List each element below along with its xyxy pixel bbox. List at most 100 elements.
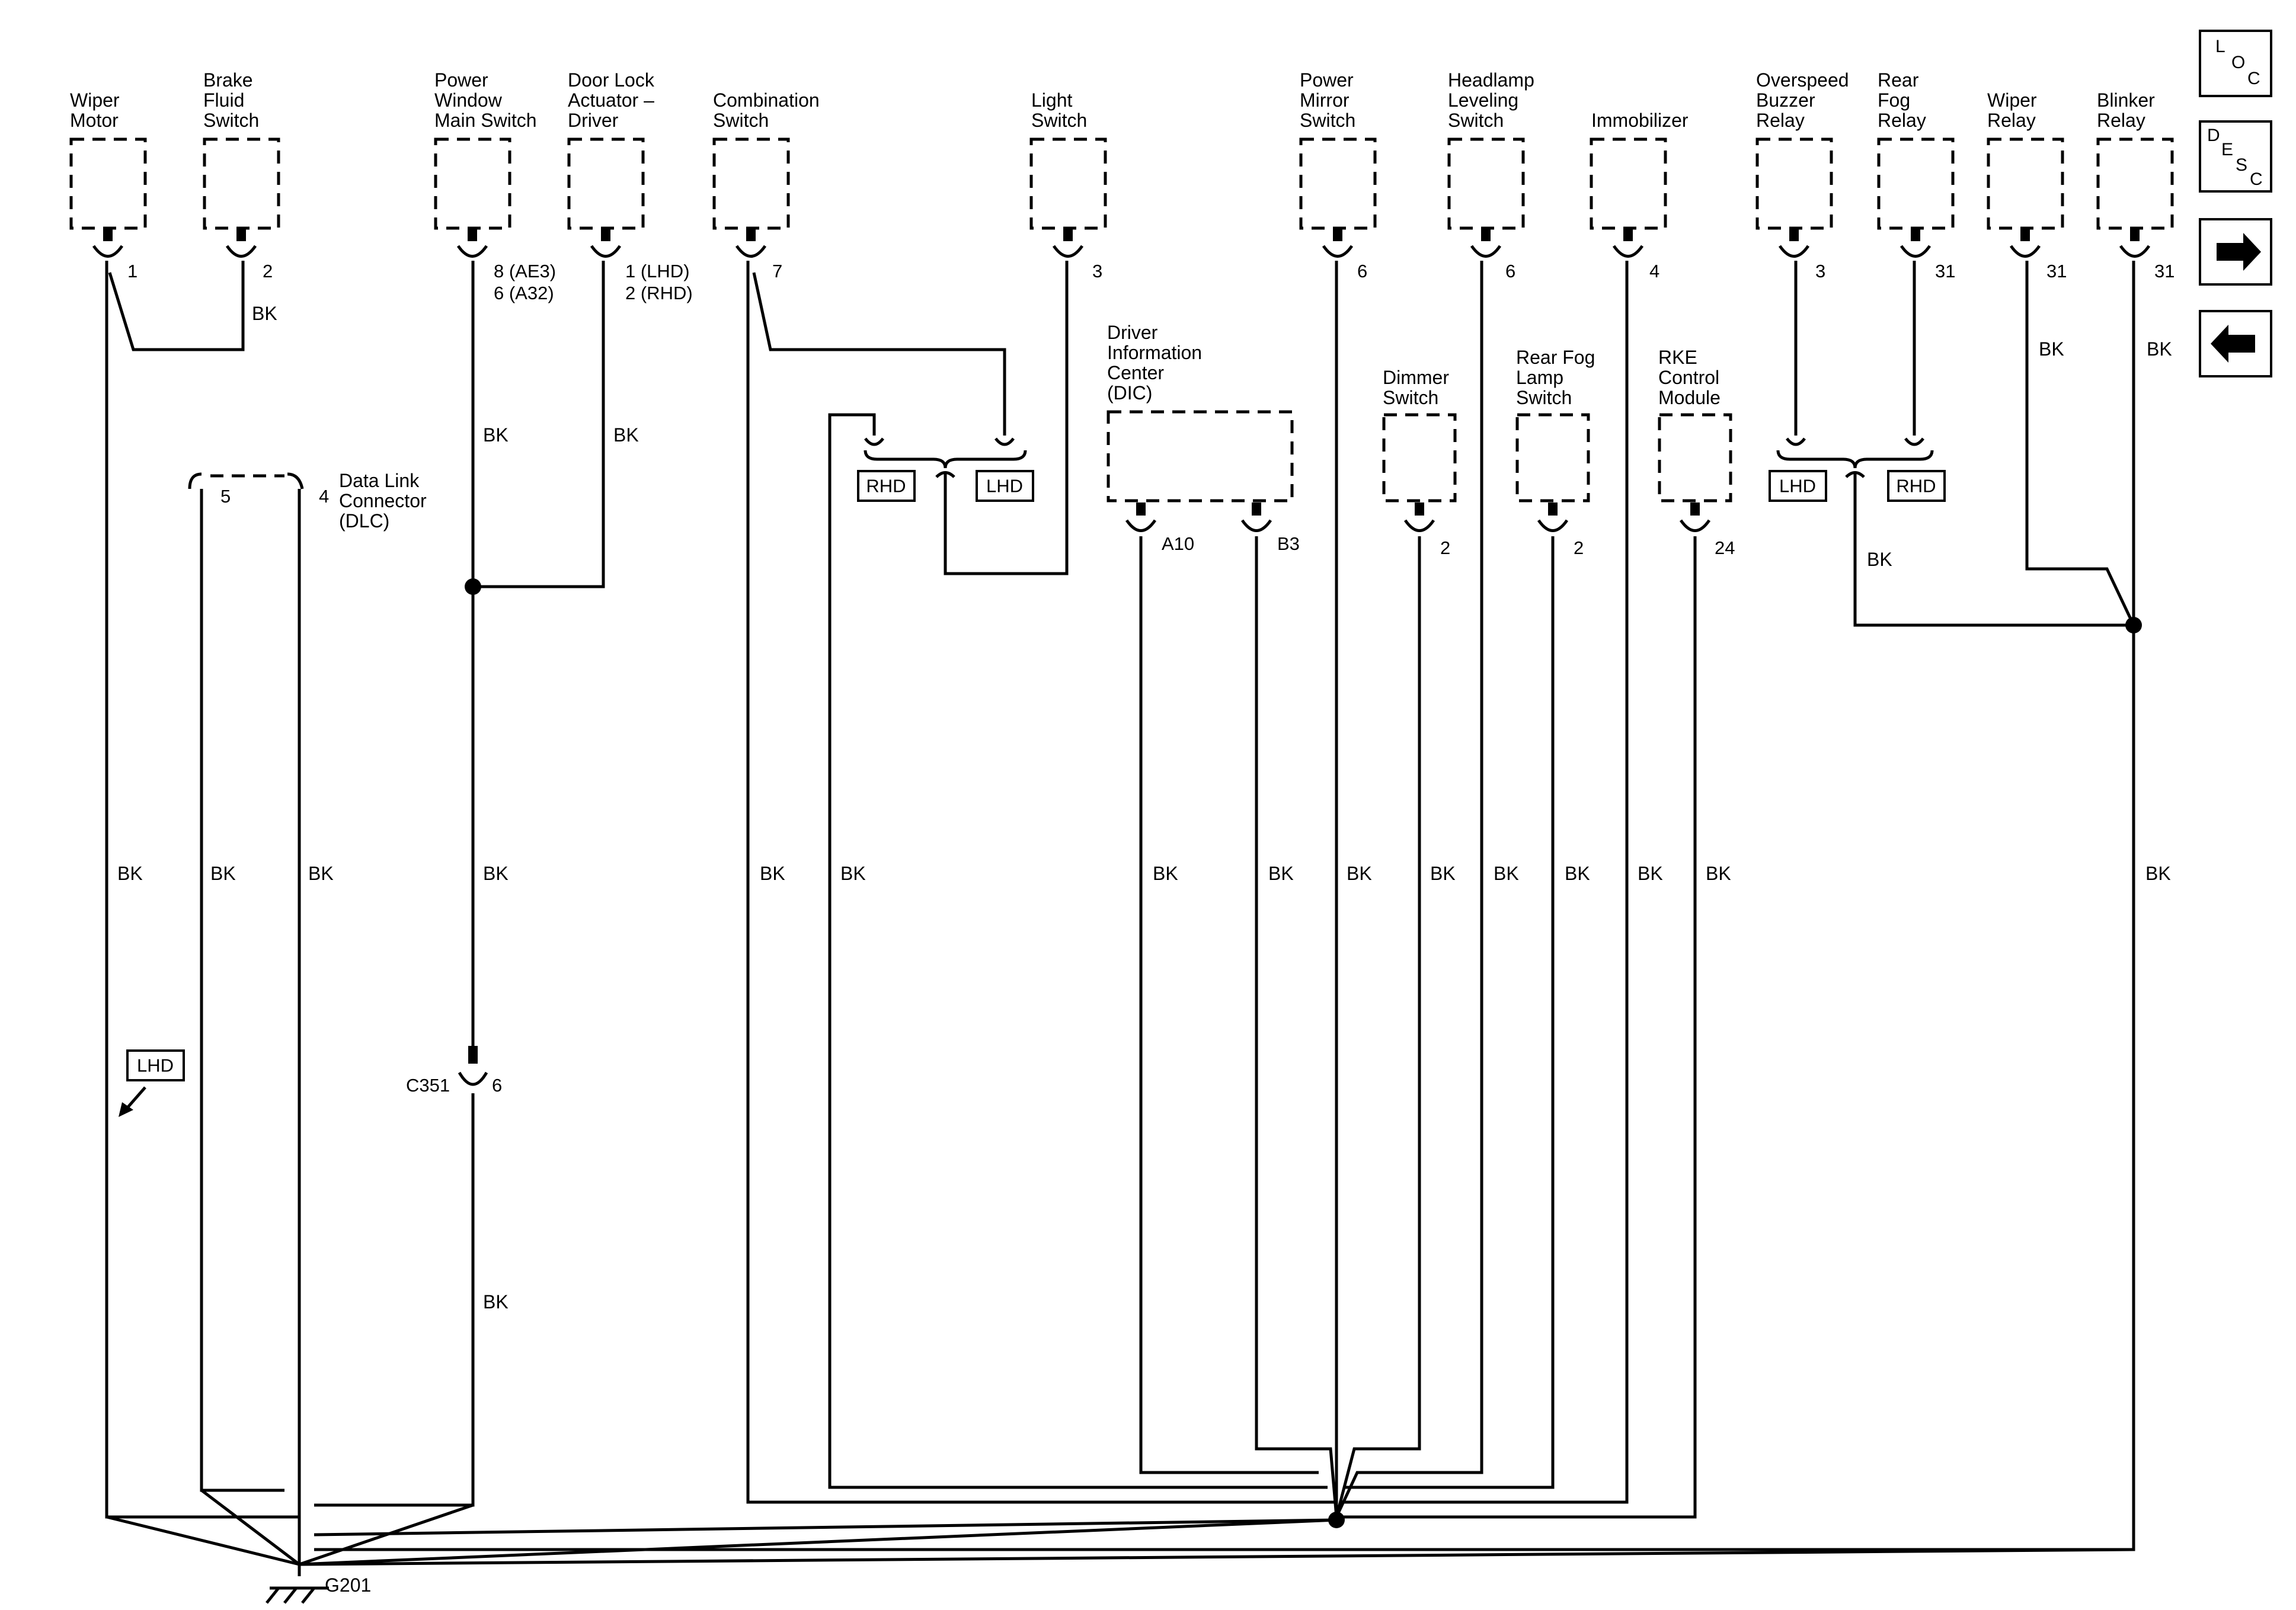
- pin-socket: [590, 245, 622, 258]
- pin-power-mirror-switch: 6: [1357, 261, 1367, 281]
- pin-socket: [1322, 245, 1354, 258]
- pin-terminal: [1252, 502, 1261, 516]
- pin-rke-control-module: 24: [1715, 537, 1735, 558]
- pin-terminal: [1063, 228, 1073, 241]
- wire-color-label: BK: [1638, 863, 1663, 884]
- connector-pins: [92, 228, 2151, 532]
- wire-color-label: BK: [483, 424, 509, 446]
- ground-symbol-icon: [266, 1564, 329, 1604]
- pin-socket: [1403, 519, 1435, 532]
- pin-socket: [1612, 245, 1644, 258]
- pin-power-window-2: 6 (A32): [494, 283, 554, 303]
- wires: [105, 261, 2135, 1566]
- wire-color-label: BK: [2145, 863, 2171, 884]
- label-immobilizer: Immobilizer: [1591, 110, 1689, 131]
- svg-text:RHD: RHD: [1896, 476, 1936, 497]
- svg-text:S: S: [2236, 155, 2247, 175]
- wire-color-label: BK: [210, 863, 236, 884]
- pin-socket: [1900, 245, 1932, 258]
- pin-labels: 1 2 8 (AE3) 6 (A32) 1 (LHD) 2 (RHD) 7 3 …: [127, 261, 2175, 1096]
- pin-light-switch: 3: [1092, 261, 1102, 281]
- wire-color-label: BK: [760, 863, 785, 884]
- pin-socket: [1778, 245, 1810, 258]
- component-boxes: [69, 137, 2174, 502]
- splice-power-window: [465, 578, 481, 595]
- pin-dic-a10: A10: [1162, 533, 1194, 554]
- pin-terminal: [1911, 228, 1920, 241]
- c351-connector: [458, 1046, 488, 1086]
- arrow-right-icon[interactable]: [2199, 218, 2272, 286]
- pin-terminal: [1481, 228, 1491, 241]
- splice-relays: [2125, 617, 2142, 633]
- wire-color-label: BK: [2147, 338, 2172, 360]
- pin-rear-fog-relay: 31: [1935, 261, 1955, 281]
- svg-text:E: E: [2221, 140, 2233, 159]
- pin-terminal: [1136, 502, 1146, 516]
- svg-text:LHD: LHD: [137, 1055, 174, 1076]
- branch-lhd-rhd-left: [864, 437, 1027, 478]
- tag-rhd-left: RHD: [857, 470, 916, 502]
- svg-text:L: L: [2215, 37, 2225, 56]
- wire-color-label: BK: [483, 863, 509, 884]
- pin-terminal: [103, 228, 113, 241]
- wire-color-label: BK: [1268, 863, 1294, 884]
- pin-dimmer-switch: 2: [1440, 537, 1450, 558]
- branch-lhd-rhd-right: [1776, 437, 1934, 478]
- pin-socket: [1125, 519, 1157, 532]
- tag-rhd-right: RHD: [1887, 470, 1946, 502]
- pin-combination-switch: 7: [772, 261, 782, 281]
- wire-color-label: BK: [1565, 863, 1590, 884]
- wire-color-label: BK: [252, 303, 277, 324]
- tag-lhd-ground: LHD: [119, 1049, 185, 1117]
- wire-color-label: BK: [1706, 863, 1731, 884]
- dlc-connector: [188, 472, 304, 489]
- svg-text:C: C: [2247, 69, 2260, 88]
- pin-dlc-5: 5: [220, 486, 231, 507]
- wire-color-label: BK: [308, 863, 334, 884]
- tag-lhd-left: LHD: [976, 470, 1034, 502]
- wire-color-label: BK: [1153, 863, 1178, 884]
- svg-text:RHD: RHD: [866, 476, 906, 497]
- pin-terminal: [1415, 502, 1424, 516]
- pin-socket: [1537, 519, 1569, 532]
- pin-wiper-motor: 1: [127, 261, 137, 281]
- pin-terminal: [1789, 228, 1799, 241]
- pin-socket: [456, 245, 488, 258]
- wire-color-label: BK: [1494, 863, 1519, 884]
- pin-terminal: [1623, 228, 1633, 241]
- pin-socket: [2009, 245, 2041, 258]
- svg-text:LHD: LHD: [1779, 476, 1816, 497]
- arrow-left-icon[interactable]: [2199, 310, 2272, 377]
- pin-socket: [735, 245, 767, 258]
- wire-color-label: BK: [1867, 549, 1892, 570]
- loc-button[interactable]: L O C: [2199, 30, 2272, 97]
- pin-door-lock-1: 1 (LHD): [625, 261, 690, 281]
- connector-c351-label: C351: [406, 1075, 450, 1096]
- ground-label: G201: [325, 1574, 371, 1596]
- svg-text:O: O: [2231, 53, 2245, 72]
- desc-button[interactable]: D E S C: [2199, 120, 2272, 193]
- pin-brake-fluid-switch: 2: [263, 261, 273, 281]
- wire-color-label: BK: [2039, 338, 2064, 360]
- pin-terminal: [2020, 228, 2030, 241]
- svg-text:LHD: LHD: [986, 476, 1023, 497]
- pin-headlamp-leveling-switch: 6: [1505, 261, 1515, 281]
- pin-terminal: [1333, 228, 1342, 241]
- pin-terminal: [1690, 502, 1700, 516]
- pin-socket: [1679, 519, 1711, 532]
- splice-main: [1328, 1512, 1345, 1528]
- pin-power-window-1: 8 (AE3): [494, 261, 556, 281]
- pin-dlc-4: 4: [319, 486, 329, 507]
